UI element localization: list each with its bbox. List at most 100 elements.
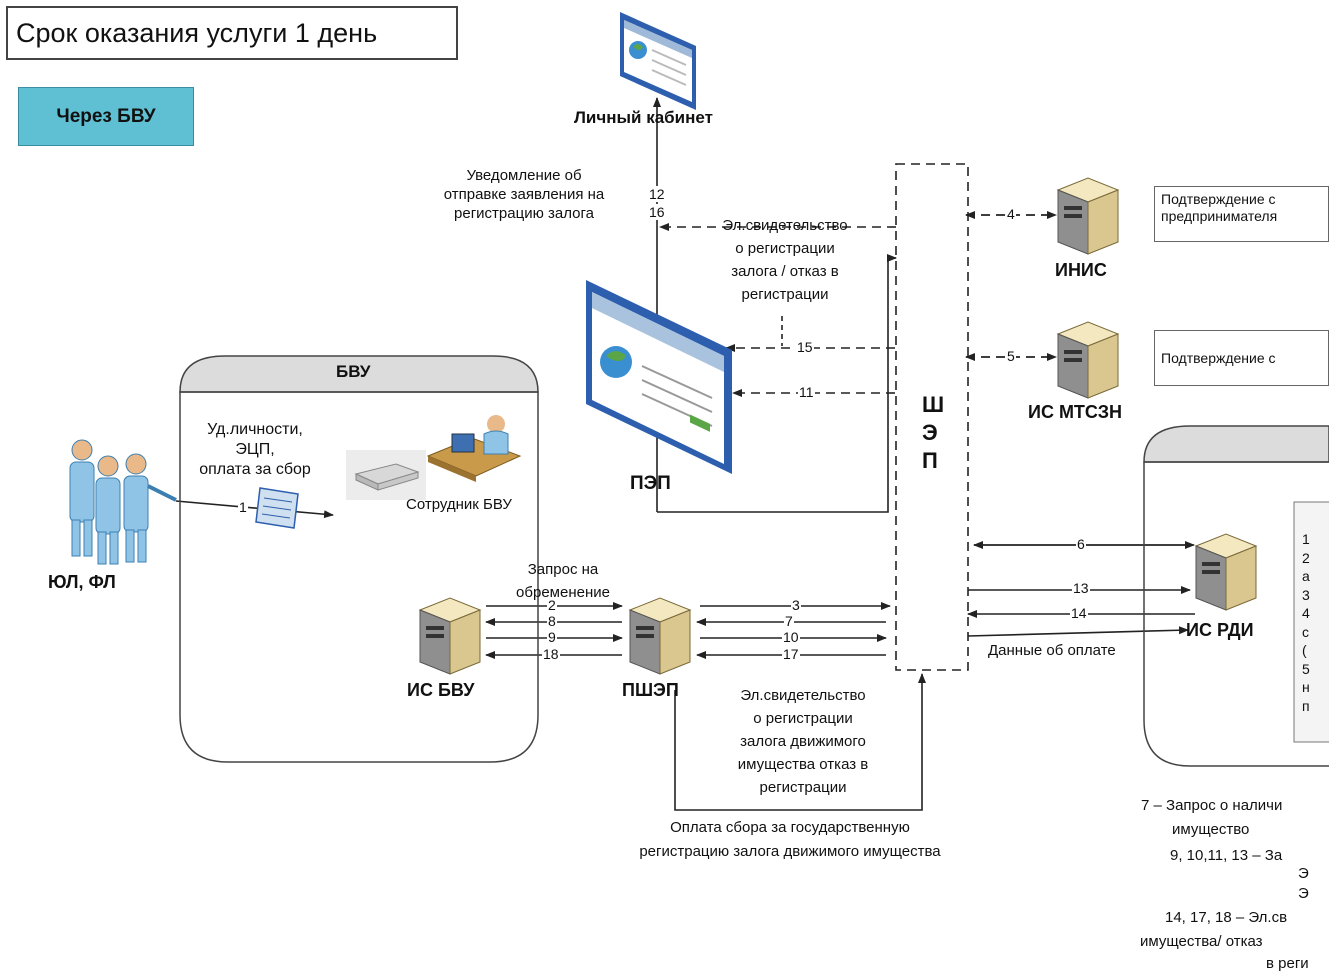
el-cert-bottom-line: о регистрации (753, 710, 853, 727)
inis-note-line-2: предпринимателя (1161, 208, 1278, 224)
rdi-server-icon (1194, 533, 1258, 611)
arrow-number-14: 14 (1070, 605, 1088, 621)
request-line: обременение (516, 584, 610, 601)
arrow-number-6: 6 (1076, 536, 1086, 552)
arrow-number-10: 10 (782, 629, 800, 645)
pshep-server-icon (628, 597, 692, 675)
el-cert-top-line: залога / отказ в (731, 263, 839, 280)
legend-line-3: 9, 10,11, 13 – За (1170, 847, 1283, 864)
identity-line: оплата за сбор (199, 461, 311, 478)
personal-cabinet-label: Личный кабинет (574, 108, 713, 127)
bvu-employee-icon (426, 415, 522, 482)
el-cert-bottom-label: Эл.свидетельство о регистрации залога дв… (716, 684, 890, 799)
mtszn-confirmation-note: Подтверждение с (1154, 330, 1329, 386)
arrow-number-15: 15 (796, 339, 814, 355)
inis-note-line-1: Подтверждение с (1161, 191, 1276, 207)
rdi-list-item: н (1302, 679, 1310, 695)
shep-letter-sh: Ш (922, 392, 945, 417)
is-mtszn-label: ИС МТСЗН (1028, 402, 1122, 422)
rdi-list-item: 1 (1302, 531, 1310, 547)
notification-line: отправке заявления на (443, 186, 605, 203)
arrow-number-2: 2 (547, 597, 557, 613)
el-cert-top-line: регистрации (741, 286, 829, 303)
rdi-list-item: 4 (1302, 605, 1310, 621)
arrow-number-11: 11 (798, 384, 815, 400)
payment-line: Оплата сбора за государственную (670, 819, 910, 836)
mtszn-server-icon (1056, 321, 1120, 399)
rdi-list-item: с (1302, 623, 1309, 640)
legend-line-1: 7 – Запрос о наличи (1141, 797, 1283, 814)
arrow-number-8: 8 (547, 613, 557, 629)
rdi-list-item: п (1302, 697, 1310, 714)
is-bvu-label: ИС БВУ (407, 680, 475, 700)
shep-bus (895, 163, 969, 671)
personal-cabinet-icon (620, 12, 696, 110)
line-pep-to-shep (657, 258, 889, 513)
page-title: Срок оказания услуги 1 день (6, 6, 458, 60)
rdi-list-item: ( (1302, 642, 1307, 658)
shep-letter-e: Э (922, 420, 938, 445)
notification-line: регистрацию залога (454, 205, 594, 222)
is-bvu-server-icon (418, 597, 482, 675)
el-cert-top-line: о регистрации (735, 240, 835, 257)
arrow-number-12: 12 (648, 186, 666, 202)
inis-server-icon (1056, 177, 1120, 255)
pshep-label: ПШЭП (622, 680, 679, 700)
payment-data-label: Данные об оплате (988, 642, 1116, 659)
via-bvu-badge: Через БВУ (18, 87, 194, 146)
arrow-number-3: 3 (791, 597, 801, 613)
identity-label: Уд.личности, ЭЦП, оплата за сбор (180, 420, 330, 480)
encumbrance-request-label: Запрос на обременение (500, 558, 626, 604)
legend-line-8: в реги (1266, 955, 1309, 972)
arrow-payment-data (967, 626, 1189, 637)
document-icon (255, 487, 299, 529)
el-cert-bottom-line: залога движимого (740, 733, 866, 750)
arrow-number-16: 16 (648, 204, 666, 220)
bvu-employee-label: Сотрудник БВУ (406, 496, 512, 513)
legend-line-2: имущество (1172, 821, 1250, 838)
pep-label: ПЭП (630, 473, 671, 494)
legend-line-4: Э (1298, 865, 1309, 882)
notification-label: Уведомление об отправке заявления на рег… (424, 166, 624, 223)
arrow-number-5: 5 (1006, 348, 1016, 364)
rdi-list-item: а (1302, 568, 1310, 584)
bvu-container-title: БВУ (336, 362, 371, 381)
arrow-number-18: 18 (542, 646, 560, 662)
legend-line-6: 14, 17, 18 – Эл.св (1165, 909, 1288, 926)
el-cert-bottom-line: регистрации (759, 779, 847, 796)
rdi-list-note: 1 2 а 3 4 с ( 5 н п (1302, 530, 1310, 715)
arrow-number-4: 4 (1006, 206, 1016, 222)
arrow-number-9: 9 (547, 629, 557, 645)
el-cert-top-line: Эл.свидетельство (722, 217, 848, 234)
rdi-container (1143, 425, 1329, 767)
arrow-number-1: 1 (238, 499, 248, 515)
applicants-label: ЮЛ, ФЛ (48, 572, 116, 592)
arrow-number-13: 13 (1072, 580, 1090, 596)
rdi-list-item: 5 (1302, 660, 1310, 677)
rdi-list-item: 3 (1302, 586, 1310, 603)
identity-line: Уд.личности, (207, 421, 303, 438)
payment-label: Оплата сбора за государственную регистра… (600, 816, 980, 864)
shep-letter-p: П (922, 448, 938, 473)
identity-line: ЭЦП, (235, 441, 275, 458)
mtszn-note-line: Подтверждение с (1161, 350, 1276, 366)
el-cert-top-label: Эл.свидетельство о регистрации залога / … (700, 214, 870, 306)
bvu-container (179, 355, 539, 763)
legend-line-7: имущества/ отказ (1140, 933, 1263, 950)
el-cert-bottom-line: Эл.свидетельство (740, 687, 866, 704)
arrow-number-17: 17 (782, 646, 800, 662)
card-reader-icon (346, 450, 426, 500)
is-rdi-label: ИС РДИ (1186, 620, 1254, 640)
arrow-1 (175, 500, 334, 519)
legend-line-5: Э (1298, 885, 1309, 902)
applicants-people-icon (69, 439, 177, 565)
pep-portal-icon (586, 280, 732, 474)
notification-line: Уведомление об (466, 167, 582, 184)
line-payment-loop (674, 673, 926, 811)
inis-label: ИНИС (1055, 260, 1107, 280)
payment-line: регистрацию залога движимого имущества (639, 843, 941, 860)
arrow-number-7: 7 (784, 613, 794, 629)
request-line: Запрос на (527, 561, 599, 578)
